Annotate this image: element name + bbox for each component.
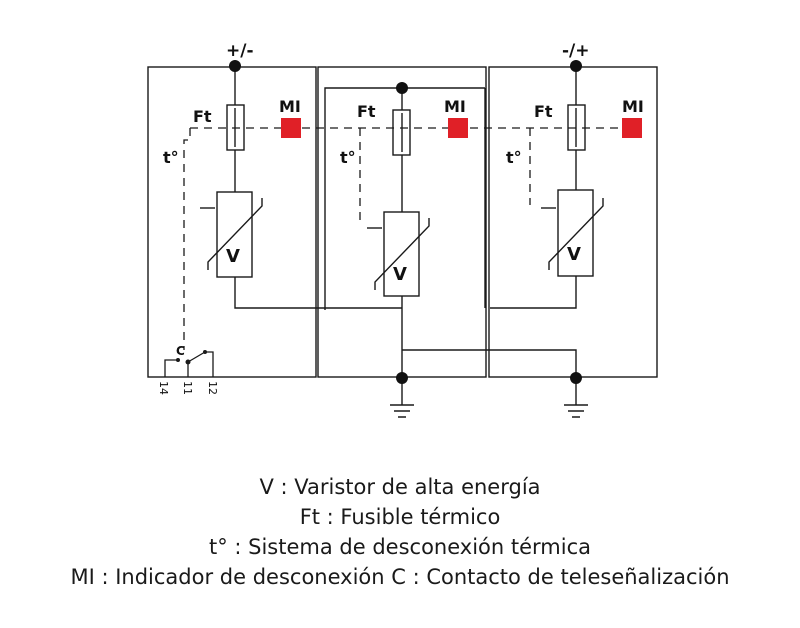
ground-icon: [390, 404, 414, 418]
thermal-label-1: t°: [163, 148, 179, 167]
terminal-dot-right: [570, 60, 582, 72]
contact-wire-14: [164, 359, 178, 377]
indicator-label-1: MI: [279, 97, 301, 116]
thermal-link-1: [183, 128, 191, 350]
indicator-1: [281, 118, 301, 138]
thermal-label-2: t°: [340, 148, 356, 167]
indicator-2: [448, 118, 468, 138]
ground-dot-2: [570, 372, 582, 384]
legend-line: MI : Indicador de desconexión C : Contac…: [70, 565, 730, 589]
varistor-3: [557, 189, 594, 277]
thermal-label-3: t°: [506, 148, 522, 167]
wire: [234, 277, 402, 309]
legend-line: V : Varistor de alta energía: [259, 475, 541, 499]
indicator-label-2: MI: [444, 97, 466, 116]
legend-line: t° : Sistema de desconexión térmica: [208, 535, 591, 559]
indicator-3: [622, 118, 642, 138]
wire: [490, 276, 577, 309]
contact-wire-12: [205, 351, 214, 377]
fuse-label-2: Ft: [357, 102, 376, 121]
contact-node: [203, 350, 207, 354]
legend: V : Varistor de alta energía Ft : Fusibl…: [0, 472, 800, 592]
contact-pin-12: 12: [206, 381, 219, 395]
ground-icon: [564, 404, 588, 418]
varistor-label-3: V: [567, 244, 581, 265]
contact-pin-11: 11: [181, 381, 194, 395]
contact-node: [176, 358, 180, 362]
wire: [402, 349, 577, 378]
contact-blade: [187, 351, 206, 363]
contact-pin-14: 14: [157, 381, 170, 395]
contact-node: [185, 359, 191, 365]
legend-line: Ft : Fusible térmico: [299, 505, 501, 529]
indicator-label-3: MI: [622, 97, 644, 116]
junction-dot: [396, 82, 408, 94]
terminal-label-left: +/-: [226, 41, 254, 61]
varistor-label-2: V: [393, 264, 407, 285]
varistor-label-1: V: [226, 246, 240, 267]
wire: [324, 87, 403, 310]
fuse-label-3: Ft: [534, 102, 553, 121]
terminal-dot-left: [229, 60, 241, 72]
terminal-label-right: -/+: [562, 41, 590, 61]
fuse-label-1: Ft: [193, 107, 212, 126]
contact-label: C: [176, 344, 185, 358]
ground-dot-1: [396, 372, 408, 384]
circuit-diagram: +/- -/+ Ft MI t° V Ft MI t° V Ft MI t° V…: [147, 41, 658, 418]
